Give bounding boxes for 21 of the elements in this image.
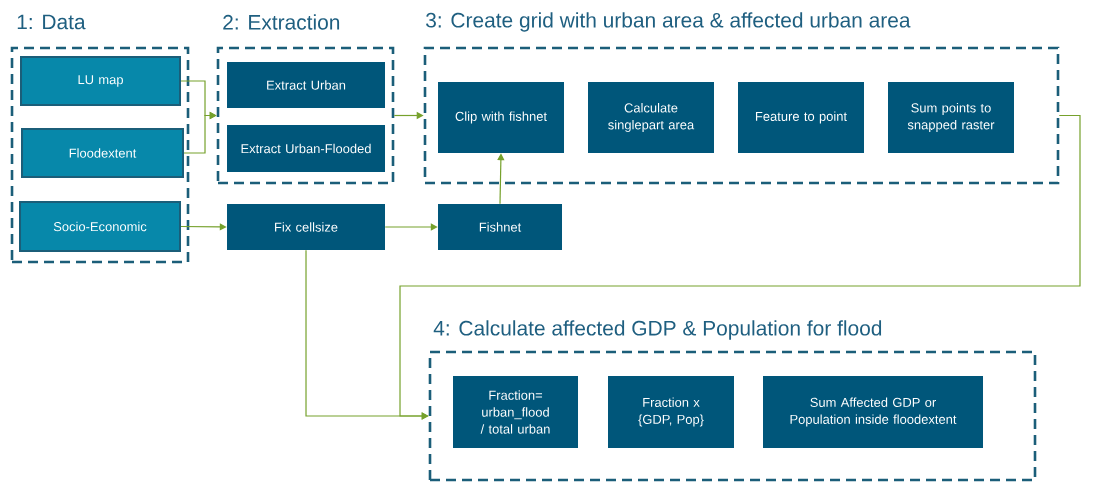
process-box: Extract Urban-Flooded	[227, 125, 385, 172]
process-box: Sum points to snapped raster	[888, 82, 1014, 153]
process-box: Feature to point	[738, 82, 864, 153]
process-box: Fishnet	[438, 204, 562, 250]
process-box: Calculate singlepart area	[588, 82, 714, 153]
section-heading: 3: Create grid with urban area & affected urban area	[426, 12, 911, 32]
process-box: Fix cellsize	[227, 204, 385, 250]
data-box: Socio-Economic	[19, 201, 181, 252]
section-heading: 4: Calculate affected GDP & Population for flood	[433, 320, 882, 340]
section-heading: 1: Data	[17, 14, 86, 30]
process-box: Fraction x {GDP, Pop}	[608, 376, 734, 448]
data-box: Floodextent	[21, 128, 184, 178]
arrow	[497, 153, 505, 205]
process-box: Clip with fishnet	[438, 82, 564, 153]
process-box: Fraction= urban_flood / total urban	[453, 376, 578, 448]
data-box: LU map	[20, 56, 181, 106]
section-heading: 2: Extraction	[223, 14, 340, 30]
arrow	[384, 223, 438, 231]
arrow	[180, 223, 227, 231]
process-box: Extract Urban	[227, 62, 385, 108]
process-box: Sum Affected GDP or Population inside floodextent	[763, 376, 983, 448]
